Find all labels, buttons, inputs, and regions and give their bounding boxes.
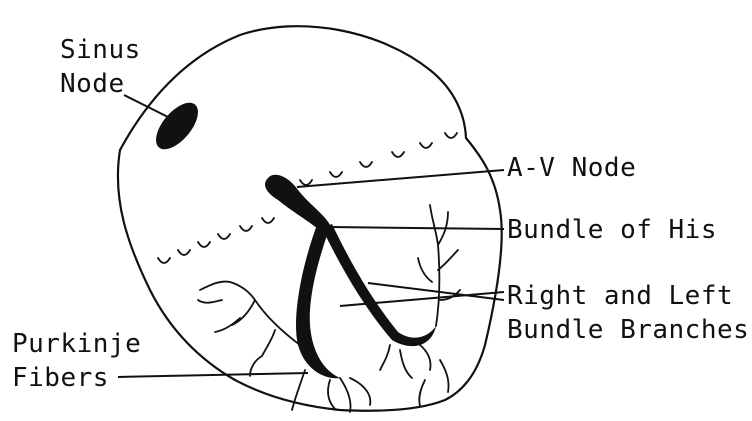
- av-node-leader: [297, 170, 504, 187]
- sinus-node: [148, 96, 205, 157]
- av-node-label: A-V Node: [507, 153, 636, 183]
- av-groove-upper: [300, 133, 457, 185]
- purkinje-label-line2: Fibers: [12, 363, 109, 393]
- sinus-node-leader: [124, 95, 170, 118]
- purkinje-leader: [118, 373, 308, 377]
- bundle-branches-label-line1: Right and Left: [507, 281, 733, 311]
- purkinje-fibers-right: [380, 205, 460, 406]
- bundle-of-his-label: Bundle of His: [507, 215, 717, 245]
- bundle-of-his-leader: [330, 227, 504, 229]
- sinus-node-label-line2: Node: [60, 69, 125, 99]
- purkinje-label-line1: Purkinje: [12, 329, 141, 359]
- sinus-node-label-line1: Sinus: [60, 35, 141, 65]
- bundle-branches-label-line2: Bundle Branches: [507, 315, 749, 345]
- av-groove-lower: [158, 218, 274, 263]
- purkinje-fibers-left: [198, 282, 370, 412]
